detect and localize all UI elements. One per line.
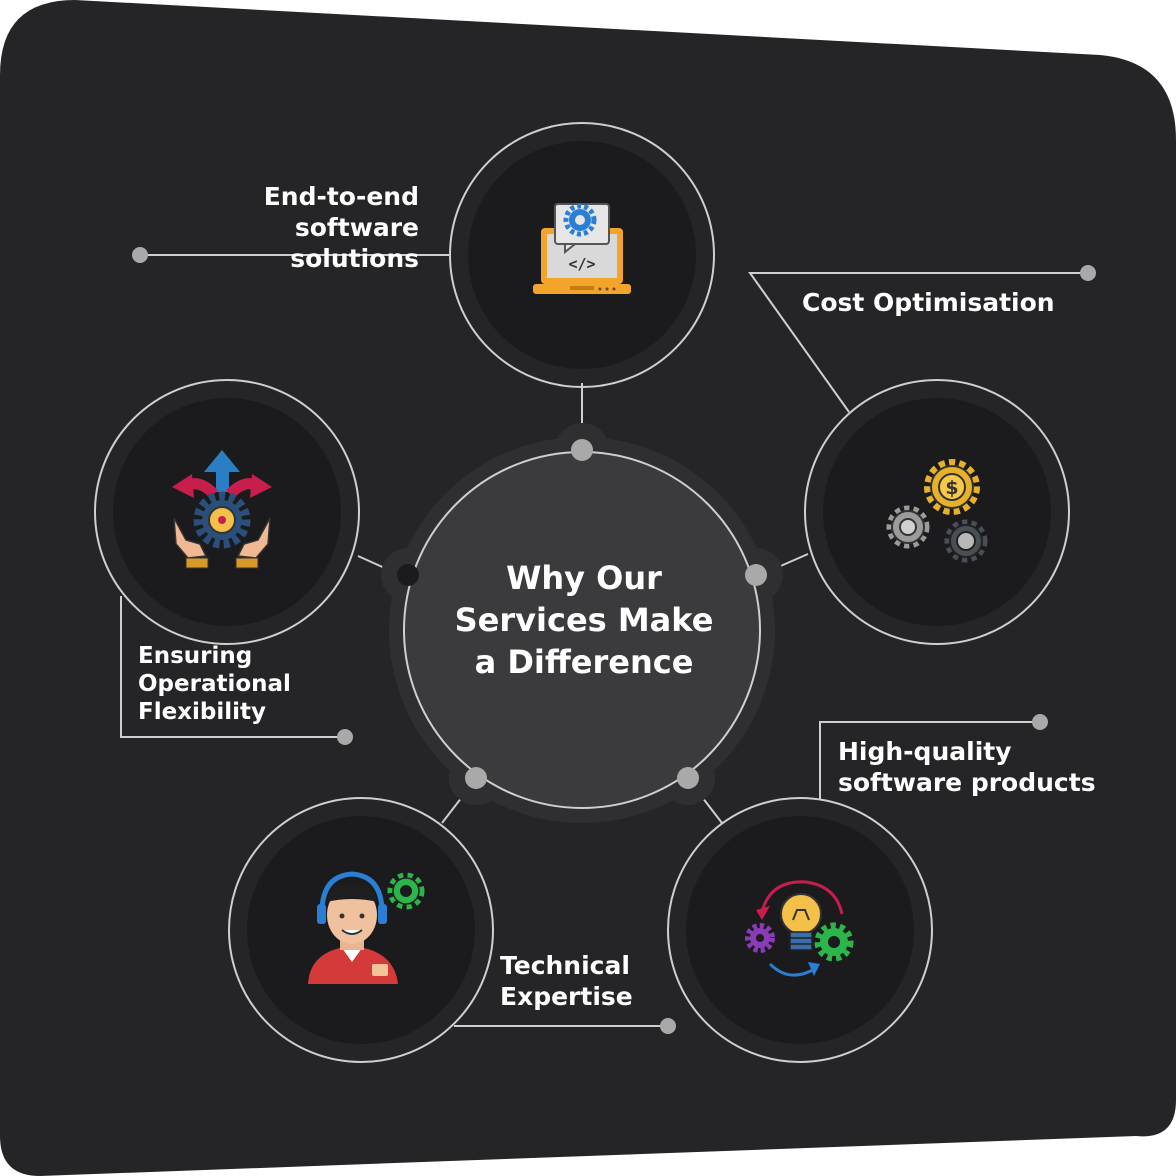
dot-end <box>132 247 148 263</box>
hands-gear-arrows-icon <box>172 450 272 569</box>
label-high-quality: High-quality software products <box>838 737 1096 797</box>
hub-dot-top <box>571 439 593 461</box>
hub-dot-left <box>397 564 419 586</box>
label-technical-expertise: Technical Expertise <box>500 951 633 1011</box>
dot-tech <box>660 1018 676 1034</box>
service-circles <box>94 122 1070 1063</box>
support-agent-icon <box>308 871 425 984</box>
connector-lowleft-stem <box>441 796 463 824</box>
hub-dot-right <box>745 564 767 586</box>
dot-cost <box>1080 265 1096 281</box>
lightbulb-gears-icon <box>745 880 854 977</box>
dollar-gears-icon: $ <box>886 459 988 563</box>
label-end-to-end: End-to-end software solutions <box>263 182 419 273</box>
hub-dot-lowright <box>677 767 699 789</box>
connector-cost <box>748 272 1088 413</box>
hub-dot-lowleft <box>465 767 487 789</box>
connector-dots <box>132 247 1096 1034</box>
label-operational-flexibility: Ensuring Operational Flexibility <box>138 643 291 725</box>
connector-quality <box>819 721 1040 800</box>
label-cost-optimisation: Cost Optimisation <box>802 288 1055 317</box>
center-title: Why Our Services Make a Difference <box>454 559 714 681</box>
dot-flex <box>337 729 353 745</box>
connector-lines <box>120 254 1088 1027</box>
center-hub <box>381 423 783 823</box>
dot-quality <box>1032 714 1048 730</box>
svg-text:</>: </> <box>568 255 595 273</box>
laptop-code-icon: </> <box>533 203 631 294</box>
connector-lowright-stem <box>701 796 723 824</box>
svg-text:$: $ <box>945 477 958 499</box>
connector-flex <box>120 596 345 738</box>
circle-cost <box>804 379 1070 645</box>
